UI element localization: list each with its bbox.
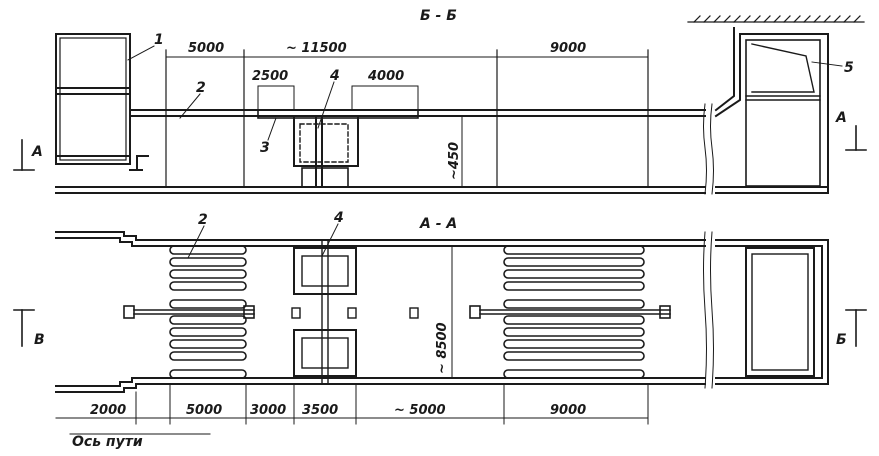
dim-bottom-4: ~ 5000 xyxy=(394,403,446,418)
section-mark-a-right xyxy=(845,125,867,151)
right-shaft-5 xyxy=(714,27,829,194)
dim-bottom-1: 5000 xyxy=(186,403,222,418)
leader-2 xyxy=(179,93,201,119)
callout-4b: 4 xyxy=(333,210,344,226)
section-mark-b-left-label: В xyxy=(34,332,45,348)
section-mark-b-right-label: Б xyxy=(836,332,847,348)
dim-11500-top: ~ 11500 xyxy=(286,41,347,56)
ground-hatch xyxy=(687,15,865,23)
axis-label: Ось пути xyxy=(72,434,143,450)
callout-2: 2 xyxy=(196,80,206,96)
dim-chain-bottom xyxy=(55,383,649,435)
dim-9000-top: 9000 xyxy=(550,41,586,56)
dim-bottom-0: 2000 xyxy=(90,403,126,418)
leader-4 xyxy=(317,81,335,129)
section-mark-a-left xyxy=(13,139,35,171)
leader-5 xyxy=(811,61,843,67)
central-platform xyxy=(257,109,419,188)
dim-4000-top: 4000 xyxy=(367,69,404,84)
section-mark-a-left-label: А xyxy=(31,144,43,160)
central-cars xyxy=(291,239,419,385)
leader-1 xyxy=(127,45,155,61)
title-section-aa: А - А xyxy=(419,216,457,232)
dim-2500-top: 2500 xyxy=(252,69,288,84)
leader-3 xyxy=(267,117,277,141)
dim-bottom-2: 3000 xyxy=(250,403,286,418)
callout-2b: 2 xyxy=(198,212,208,228)
coil-group-left xyxy=(123,245,255,379)
break-marks-top xyxy=(703,103,714,195)
callout-5: 5 xyxy=(844,60,854,76)
station-lines-top xyxy=(165,49,649,188)
section-mark-b-left xyxy=(13,309,35,347)
dim-bottom-3: 3500 xyxy=(302,403,338,418)
section-mark-a-right-label: А xyxy=(835,110,847,126)
callout-1: 1 xyxy=(154,32,164,48)
leader-2b xyxy=(187,225,205,259)
callout-4: 4 xyxy=(329,68,340,84)
break-marks-bottom xyxy=(703,231,714,389)
leader-4b xyxy=(321,223,339,257)
dim-8500-label: ~ 8500 xyxy=(435,322,450,374)
dim-lines-top xyxy=(165,56,649,188)
section-aa-view xyxy=(13,223,867,435)
coil-group-right xyxy=(469,245,671,379)
title-section-bb: Б - Б xyxy=(420,8,457,24)
dim-450-top: ~450 xyxy=(447,142,462,180)
floor-lines xyxy=(55,109,829,194)
dim-bottom-5: 9000 xyxy=(550,403,586,418)
dim-5000-top: 5000 xyxy=(188,41,224,56)
callout-3: 3 xyxy=(260,140,270,156)
step-bracket xyxy=(136,155,149,169)
right-pit xyxy=(745,247,815,377)
section-bb-view xyxy=(13,15,867,195)
building-block-1 xyxy=(55,33,131,165)
section-mark-b-right xyxy=(845,309,867,347)
